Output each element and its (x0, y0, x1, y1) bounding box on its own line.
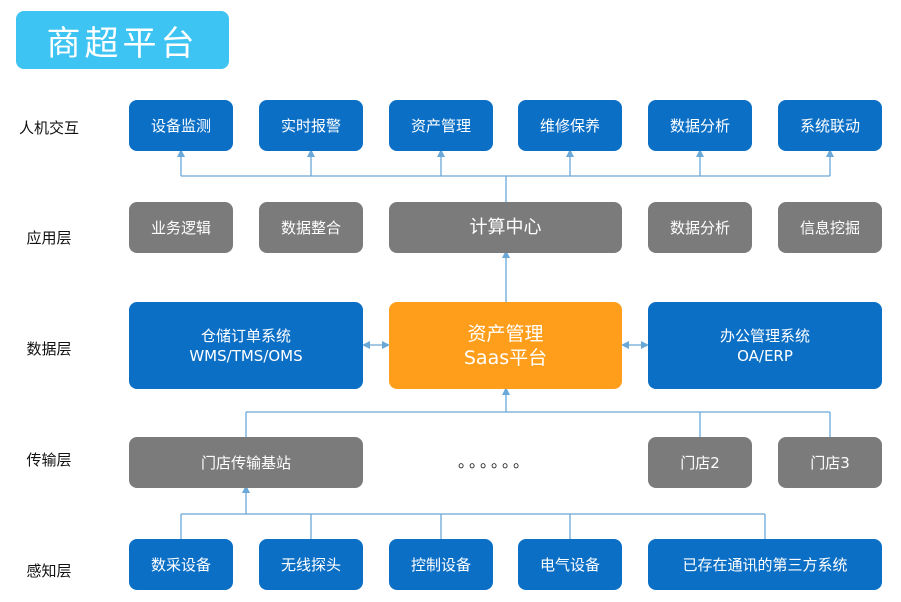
hmi-box-asset-management: 资产管理 (389, 100, 493, 151)
layer-label-sense: 感知层 (26, 562, 72, 580)
transport-ellipsis: 。。。。。。 (458, 452, 533, 471)
sense-box-third-party-system: 已存在通讯的第三方系统 (648, 539, 882, 590)
sense-box-electrical-device: 电气设备 (518, 539, 622, 590)
hmi-box-device-monitor: 设备监测 (129, 100, 233, 151)
data-box-left-line2: WMS/TMS/OMS (189, 346, 303, 365)
hmi-box-data-analysis: 数据分析 (648, 100, 752, 151)
transport-box-store3: 门店3 (778, 437, 882, 488)
hmi-box-maintenance: 维修保养 (518, 100, 622, 151)
transport-box-base-station: 门店传输基站 (129, 437, 363, 488)
sense-box-control-device: 控制设备 (389, 539, 493, 590)
app-box-data-analysis: 数据分析 (648, 202, 752, 253)
platform-title: 商超平台 (16, 11, 229, 69)
data-box-center-line1: 资产管理 (467, 322, 544, 345)
layer-label-transport: 传输层 (26, 451, 72, 469)
data-box-warehouse-order-system: 仓储订单系统 WMS/TMS/OMS (129, 302, 363, 389)
layer-label-hmi: 人机交互 (18, 119, 79, 137)
app-box-info-mining: 信息挖掘 (778, 202, 882, 253)
data-box-saas-platform: 资产管理 Saas平台 (389, 302, 622, 389)
sense-box-wireless-probe: 无线探头 (259, 539, 363, 590)
data-box-left-line1: 仓储订单系统 (200, 326, 291, 345)
app-box-compute-center: 计算中心 (389, 202, 622, 253)
data-box-center-line2: Saas平台 (463, 346, 548, 369)
transport-box-store2: 门店2 (648, 437, 752, 488)
app-box-business-logic: 业务逻辑 (129, 202, 233, 253)
sense-box-data-collection: 数采设备 (129, 539, 233, 590)
layer-label-app: 应用层 (26, 229, 72, 247)
layer-label-data: 数据层 (26, 340, 72, 358)
hmi-box-realtime-alarm: 实时报警 (259, 100, 363, 151)
data-box-right-line2: OA/ERP (737, 346, 793, 365)
hmi-box-system-linkage: 系统联动 (778, 100, 882, 151)
data-box-right-line1: 办公管理系统 (719, 326, 810, 345)
data-box-office-system: 办公管理系统 OA/ERP (648, 302, 882, 389)
app-box-data-integration: 数据整合 (259, 202, 363, 253)
